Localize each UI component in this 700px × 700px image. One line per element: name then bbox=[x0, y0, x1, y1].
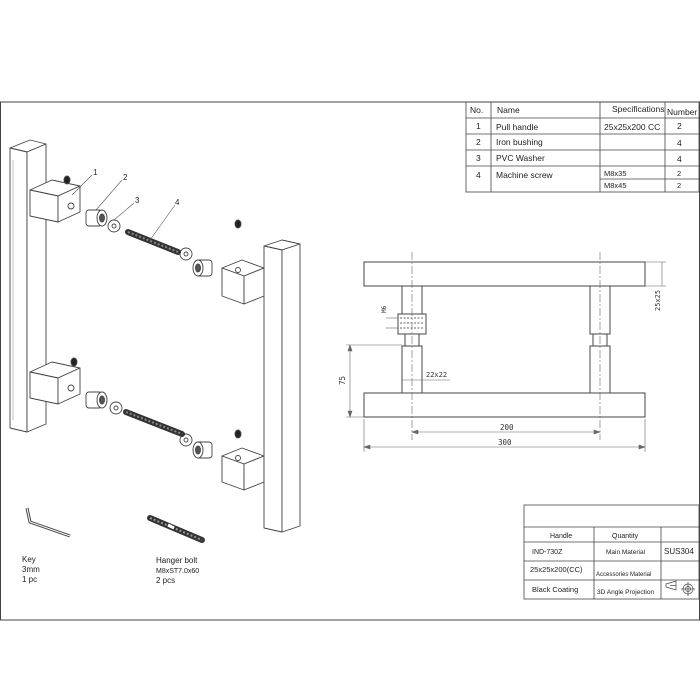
pvc-washer bbox=[109, 401, 123, 415]
dim-height: 75 bbox=[338, 376, 347, 385]
left-bottom-post bbox=[29, 361, 81, 405]
right-top-post bbox=[221, 259, 265, 305]
exploded-view bbox=[9, 139, 301, 533]
set-screw bbox=[234, 429, 242, 439]
iron-bushing bbox=[85, 209, 108, 227]
row-4-number-2: 2 bbox=[677, 181, 681, 190]
iron-bushing bbox=[192, 259, 213, 277]
row-4-name: Machine screw bbox=[496, 170, 554, 180]
row-1-spec: 25x25x200 CC bbox=[604, 122, 660, 132]
dim-center: 200 bbox=[500, 423, 514, 432]
callout-leaders bbox=[71, 174, 176, 241]
callout-4: 4 bbox=[175, 198, 180, 207]
pvc-washer bbox=[179, 247, 193, 261]
bottom-bar bbox=[363, 392, 646, 418]
iron-bushing bbox=[85, 391, 108, 409]
tb-finish: Black Coating bbox=[532, 585, 578, 594]
iron-bushing bbox=[192, 441, 213, 459]
row-4-number: 2 bbox=[677, 169, 681, 178]
table-header-spec: Specifications bbox=[612, 104, 664, 114]
row-2-name: Iron bushing bbox=[496, 137, 543, 147]
orthographic-view bbox=[363, 261, 646, 418]
row-4-spec-2: M8x45 bbox=[604, 181, 627, 190]
key-qty: 1 pc bbox=[22, 575, 37, 584]
hanger-bolt-qty: 2 pcs bbox=[156, 576, 175, 585]
tb-handle-label: Handle bbox=[550, 533, 572, 540]
row-1-name: Pull handle bbox=[496, 122, 538, 132]
row-2-no: 2 bbox=[476, 137, 481, 147]
tb-accessories-label: Accessories Material bbox=[596, 572, 651, 578]
tb-model: IND-730Z bbox=[532, 549, 563, 556]
key-size: 3mm bbox=[22, 565, 40, 574]
hanger-bolt-drawing bbox=[147, 515, 205, 543]
key-title: Key bbox=[22, 555, 36, 564]
tb-size: 25x25x200(CC) bbox=[530, 565, 583, 574]
top-bar bbox=[363, 261, 646, 287]
row-2-number: 4 bbox=[677, 138, 682, 148]
dim-overall: 300 bbox=[498, 438, 512, 447]
dim-post-size: 22x22 bbox=[426, 371, 447, 379]
dim-m6: M6 bbox=[381, 305, 388, 313]
hanger-bolt-title: Hanger bolt bbox=[156, 556, 198, 565]
machine-screw bbox=[125, 229, 181, 255]
parts-table-text: No. Name Specifications Number 1 Pull ha… bbox=[470, 104, 697, 190]
machine-screw bbox=[123, 409, 185, 437]
dim-bar-size: 25x25 bbox=[654, 290, 662, 311]
callout-1: 1 bbox=[93, 168, 98, 177]
pvc-washer bbox=[107, 219, 121, 233]
row-4-spec: M8x35 bbox=[604, 169, 627, 178]
set-screw bbox=[63, 175, 71, 185]
set-screw bbox=[70, 357, 78, 367]
projection-symbol-icon bbox=[665, 580, 695, 596]
callout-numbers: 1 2 3 4 bbox=[93, 168, 180, 207]
row-1-number: 2 bbox=[677, 121, 682, 131]
tb-quantity-label: Quantity bbox=[612, 533, 639, 540]
title-block-text: Handle Quantity IND-730Z Main Material S… bbox=[530, 533, 694, 596]
hex-key-drawing bbox=[25, 507, 71, 538]
row-3-number: 4 bbox=[677, 154, 682, 164]
table-header-no: No. bbox=[470, 105, 483, 115]
dimension-lines bbox=[346, 252, 666, 452]
right-bottom-post bbox=[221, 447, 265, 491]
table-header-name: Name bbox=[497, 105, 520, 115]
right-pull-bar bbox=[263, 239, 301, 533]
row-1-no: 1 bbox=[476, 121, 481, 131]
pvc-washer bbox=[179, 433, 193, 447]
tb-material: SUS304 bbox=[664, 547, 694, 556]
table-header-number: Number bbox=[667, 107, 697, 117]
row-4-no: 4 bbox=[476, 170, 481, 180]
callout-3: 3 bbox=[135, 196, 140, 205]
key-label: Key 3mm 1 pc bbox=[22, 555, 40, 584]
parts-table bbox=[465, 101, 700, 193]
row-3-no: 3 bbox=[476, 153, 481, 163]
hanger-bolt-label: Hanger bolt M8xST7.0x60 2 pcs bbox=[156, 556, 199, 585]
row-3-name: PVC Washer bbox=[496, 153, 545, 163]
hanger-bolt-spec: M8xST7.0x60 bbox=[156, 568, 199, 575]
left-top-post bbox=[29, 179, 81, 223]
title-block bbox=[523, 504, 700, 600]
tb-projection: 3D Angle Projection bbox=[597, 589, 654, 596]
callout-2: 2 bbox=[123, 173, 128, 182]
dimension-text: M6 22x22 25x25 75 200 300 bbox=[338, 290, 662, 447]
set-screw bbox=[234, 219, 242, 229]
tb-main-material-label: Main Material bbox=[606, 549, 646, 556]
